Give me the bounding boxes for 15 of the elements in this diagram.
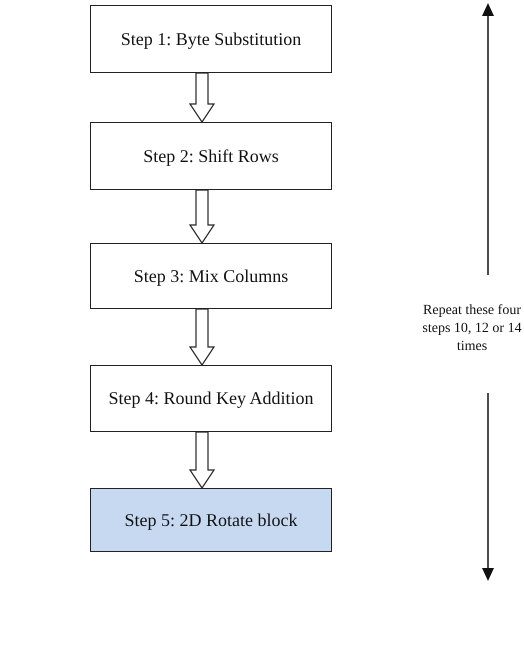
repeat-note: Repeat these four steps 10, 12 or 14 times [421,302,523,356]
step-label: Step 5: 2D Rotate block [124,510,298,530]
step-label: Step 3: Mix Columns [134,266,288,286]
process-box [90,5,332,73]
hollow-arrow [188,189,216,244]
process-box [90,365,332,432]
hollow-arrow [188,431,216,490]
hollow-arrow [188,308,216,366]
step-label: Step 1: Byte Substitution [120,28,302,50]
step-label: Step 4: Round Key Addition [108,388,314,409]
process-box [90,488,332,552]
hollow-arrow [188,72,216,124]
process-box [90,122,332,190]
step-label: Step 2: Shift Rows [143,146,279,166]
process-box [90,243,332,309]
